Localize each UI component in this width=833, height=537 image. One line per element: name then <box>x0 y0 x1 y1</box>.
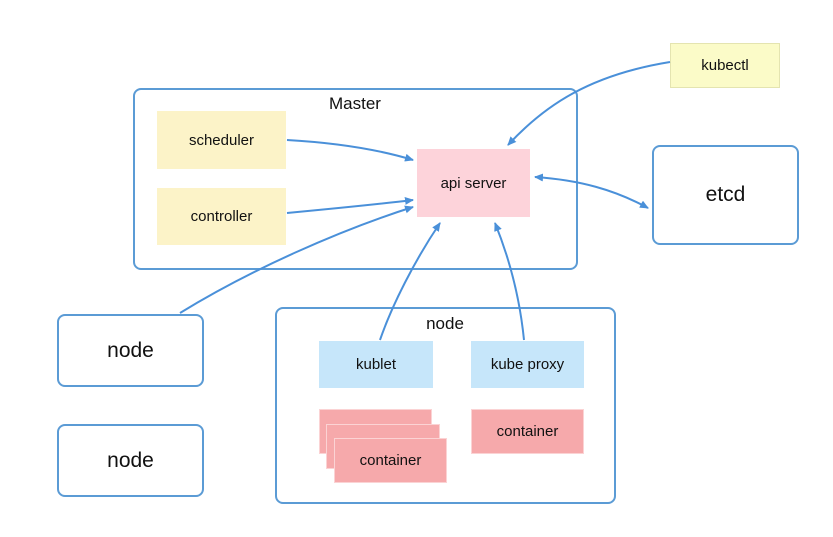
arrow-kubectl-to-api <box>507 61 671 146</box>
arrow-kubeproxy-to-api <box>494 222 525 341</box>
container-single: container <box>471 409 584 454</box>
external-node-1-label: node <box>107 338 154 362</box>
container-stack-front: container <box>334 438 447 483</box>
arrow-controller-to-api <box>286 196 414 214</box>
external-node-1 <box>57 314 204 387</box>
arrow-scheduler-to-api <box>286 139 414 162</box>
external-node-2-label: node <box>107 448 154 472</box>
api-server-box: api server <box>417 149 530 217</box>
scheduler-box: scheduler <box>157 111 286 169</box>
etcd-label: etcd <box>705 183 746 206</box>
arrow-kublet-to-api <box>379 222 441 341</box>
kublet-box: kublet <box>319 341 433 388</box>
worker-node-title: node <box>426 314 464 333</box>
arrow-api-etcd <box>534 173 649 209</box>
master-title: Master <box>329 94 381 113</box>
arrow-node-to-api <box>179 205 414 314</box>
etcd-frame <box>652 145 799 245</box>
external-node-2 <box>57 424 204 497</box>
kubectl-box: kubectl <box>670 43 780 88</box>
controller-box: controller <box>157 188 286 245</box>
kube-proxy-box: kube proxy <box>471 341 584 388</box>
